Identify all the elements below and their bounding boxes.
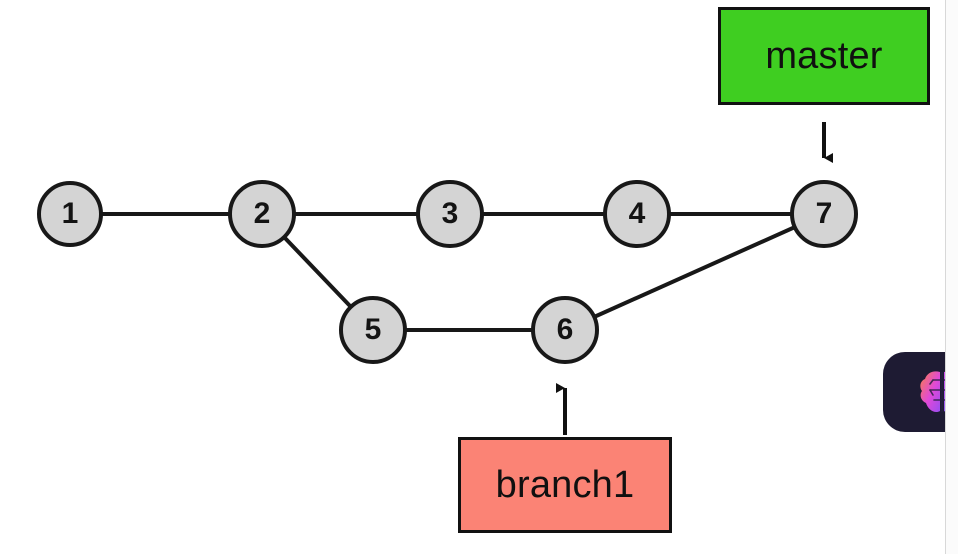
commit-node-1[interactable]	[37, 181, 103, 247]
pointer-arrows	[556, 122, 833, 435]
master-branch-label[interactable]: master	[718, 7, 930, 105]
edge-6-7	[564, 212, 825, 332]
graph-nodes	[37, 180, 858, 364]
commit-node-5[interactable]	[339, 296, 407, 364]
commit-node-4[interactable]	[603, 180, 671, 248]
commit-node-2[interactable]	[228, 180, 296, 248]
branch1-branch-label[interactable]: branch1	[458, 437, 672, 533]
assistant-widget-button[interactable]	[883, 352, 958, 432]
commit-node-3[interactable]	[416, 180, 484, 248]
commit-node-6[interactable]	[531, 296, 599, 364]
commit-node-7[interactable]	[790, 180, 858, 248]
brain-icon	[916, 366, 958, 418]
